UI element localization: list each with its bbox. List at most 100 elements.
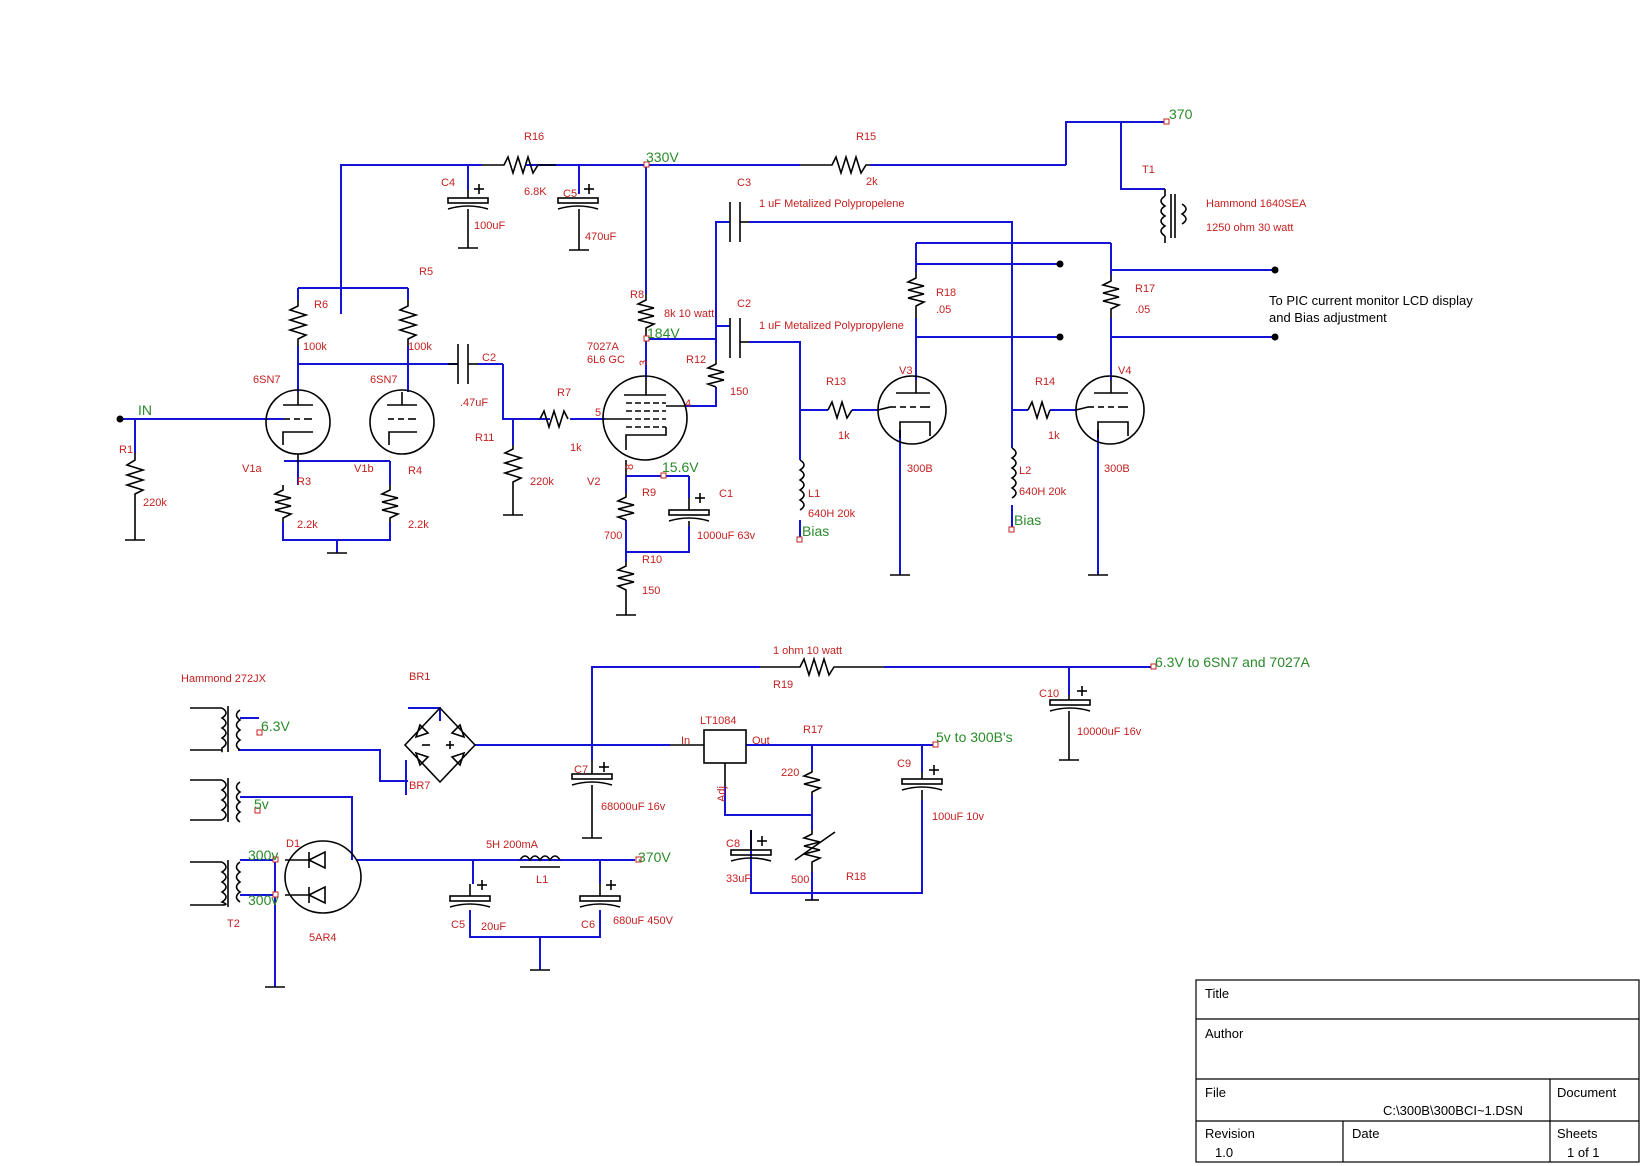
c10-capacitor [1049,686,1091,761]
r15-value: 2k [866,176,878,188]
r11-ref: R11 [475,432,494,444]
r17p-resistor [801,770,823,795]
r7-resistor [539,408,569,430]
l1-ref: L1 [808,488,820,500]
r15-ref: R15 [856,131,876,143]
d1-rectifier-tube [284,840,362,914]
r18p-ref: R18 [846,871,866,883]
r11-resistor [502,445,524,515]
note-line-1: To PIC current monitor LCD display [1269,293,1473,308]
net-330v: 330V [646,149,679,165]
c10-ref: C10 [1039,688,1059,700]
r4-ref: R4 [408,465,422,477]
r4-value: 2.2k [408,519,429,531]
v3-triode [877,375,947,445]
r17-value: .05 [1135,304,1150,316]
lt1084-in: In [681,735,690,747]
lch-choke [519,855,561,862]
net-bias-1: Bias [802,523,829,539]
r3-resistor [272,485,294,522]
c6-value: 680uF 450V [613,915,674,927]
c2b-ref: C2 [737,298,751,310]
v1a-triode [265,389,331,462]
d1-value: 5AR4 [309,932,337,944]
r13-ref: R13 [826,376,846,388]
net-5v-out: 5v to 300B's [936,729,1013,745]
c6-capacitor [579,880,621,908]
r17-shunt [1100,275,1122,318]
r18p-value: 500 [791,874,809,886]
t1-value: Hammond 1640SEA [1206,198,1307,210]
net-370v-out: 370V [638,849,671,865]
c3-capacitor [729,202,749,242]
c1-value: 1000uF 63v [697,530,756,542]
pin-4: 4 [685,398,691,410]
r10-value: 150 [642,585,660,597]
c5p-value: 20uF [481,921,506,933]
r15-resistor [800,154,870,176]
r12-value: 150 [730,386,748,398]
v1b-triode [369,389,435,455]
net-heater-out: 6.3V to 6SN7 and 7027A [1155,654,1311,670]
c9-ref: C9 [897,758,911,770]
pin-markers [254,118,1170,898]
c3-value: 1 uF Metalized Polypropelene [759,198,905,210]
v2-type2: 6L6 GC [587,354,625,366]
lt1084-out: Out [752,735,770,747]
c2b-value: 1 uF Metalized Polypropylene [759,320,904,332]
tb-author-label: Author [1205,1026,1244,1041]
r16-ref: R16 [524,131,544,143]
c9-value: 100uF 10v [932,811,984,823]
r5-ref: R5 [419,266,433,278]
c2a-capacitor [448,344,478,384]
c2a-value: .47uF [460,397,488,409]
t1-ref: T1 [1142,164,1155,176]
c4-ref: C4 [441,177,455,189]
r3-value: 2.2k [297,519,318,531]
r17p-ref: R17 [803,724,823,736]
lt1084-regulator [670,729,747,786]
r16-resistor [482,154,556,176]
t1-value2: 1250 ohm 30 watt [1206,222,1293,234]
c2b-capacitor [729,318,749,358]
c4-capacitor [447,184,489,249]
c5p-ref: C5 [451,919,465,931]
r17-ref: R17 [1135,283,1155,295]
lt1084-ref: LT1084 [700,715,737,727]
net-15-6v: 15.6V [662,459,699,475]
pin-5: 5 [595,407,601,419]
tb-sheets-value: 1 of 1 [1567,1145,1600,1160]
c8-capacitor [730,830,772,862]
r5-resistor [397,300,419,346]
c9-capacitor [901,765,943,800]
r8-resistor [635,294,657,338]
r6-ref: R6 [314,299,328,311]
v1a-ref: V1a [242,463,262,475]
r18-value: .05 [936,304,951,316]
c1-ref: C1 [719,488,733,500]
c8-ref: C8 [726,838,740,850]
r16-value: 6.8K [524,186,547,198]
r7-value: 1k [570,442,582,454]
br1-bridge-rectifier [403,706,477,784]
pin-3: 3 [638,360,650,366]
r17p-value: 220 [781,767,799,779]
c8-value: 33uF [726,873,751,885]
c10-value: 10000uF 16v [1077,726,1142,738]
c7-capacitor [571,760,613,839]
r8-ref: R8 [630,289,644,301]
l2-inductor [1010,447,1017,499]
br7-ref: BR7 [409,780,430,792]
r6b-value: 100k [408,341,432,353]
tb-title-label: Title [1205,986,1229,1001]
note-line-2: and Bias adjustment [1269,310,1387,325]
br1-ref: BR1 [409,671,430,683]
v2-ref: V2 [587,476,600,488]
title-block: Title Author File C:\300B\300BCI~1.DSN D… [1195,979,1640,1163]
net-in: IN [138,402,152,418]
net-370: 370 [1169,106,1193,122]
net-300v-b: 300v [248,892,278,908]
tb-document-label: Document [1557,1085,1617,1100]
c1-capacitor [668,493,710,526]
